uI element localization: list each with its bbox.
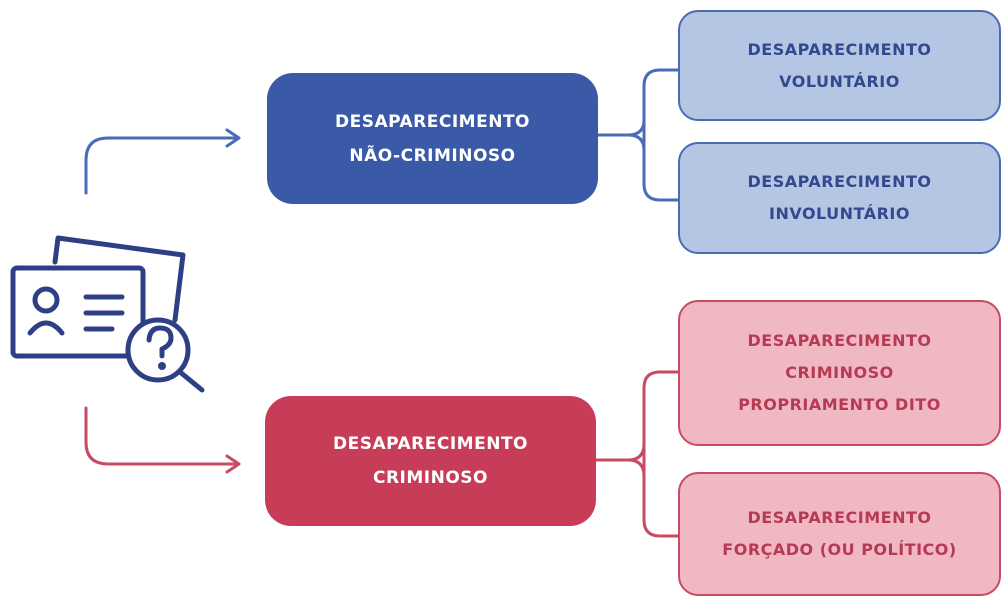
- box-criminoso: DESAPARECIMENTO CRIMINOSO: [265, 396, 596, 526]
- box-nao-criminoso: DESAPARECIMENTO NÃO-CRIMINOSO: [267, 73, 598, 204]
- red-bracket: [594, 370, 680, 538]
- box-criminoso-propriamente-line2: CRIMINOSO: [785, 363, 894, 382]
- box-nao-criminoso-line2: NÃO-CRIMINOSO: [349, 145, 516, 166]
- box-voluntario-line2: VOLUNTÁRIO: [779, 71, 900, 91]
- box-nao-criminoso-line1: DESAPARECIMENTO: [335, 111, 530, 132]
- box-involuntario: DESAPARECIMENTO INVOLUNTÁRIO: [678, 142, 1001, 254]
- box-criminoso-propriamente: DESAPARECIMENTO CRIMINOSO PROPRIAMENTO D…: [678, 300, 1001, 446]
- box-forcado-line1: DESAPARECIMENTO: [747, 508, 932, 527]
- box-forcado: DESAPARECIMENTO FORÇADO (OU POLÍTICO): [678, 472, 1001, 596]
- box-involuntario-line2: INVOLUNTÁRIO: [769, 204, 910, 223]
- id-card-search-icon: [10, 235, 205, 393]
- box-criminoso-line2: CRIMINOSO: [372, 468, 488, 488]
- box-criminoso-line1: DESAPARECIMENTO: [333, 434, 528, 454]
- blue-bracket: [596, 68, 680, 202]
- box-criminoso-propriamente-line3: PROPRIAMENTO DITO: [738, 395, 941, 414]
- box-criminoso-propriamente-line1: DESAPARECIMENTO: [747, 331, 932, 350]
- blue-arrow: [84, 128, 241, 195]
- box-voluntario: DESAPARECIMENTO VOLUNTÁRIO: [678, 10, 1001, 121]
- red-arrow: [84, 406, 241, 474]
- box-forcado-line2: FORÇADO (OU POLÍTICO): [722, 540, 957, 559]
- box-voluntario-line1: DESAPARECIMENTO: [747, 39, 932, 59]
- box-involuntario-line1: DESAPARECIMENTO: [747, 172, 932, 191]
